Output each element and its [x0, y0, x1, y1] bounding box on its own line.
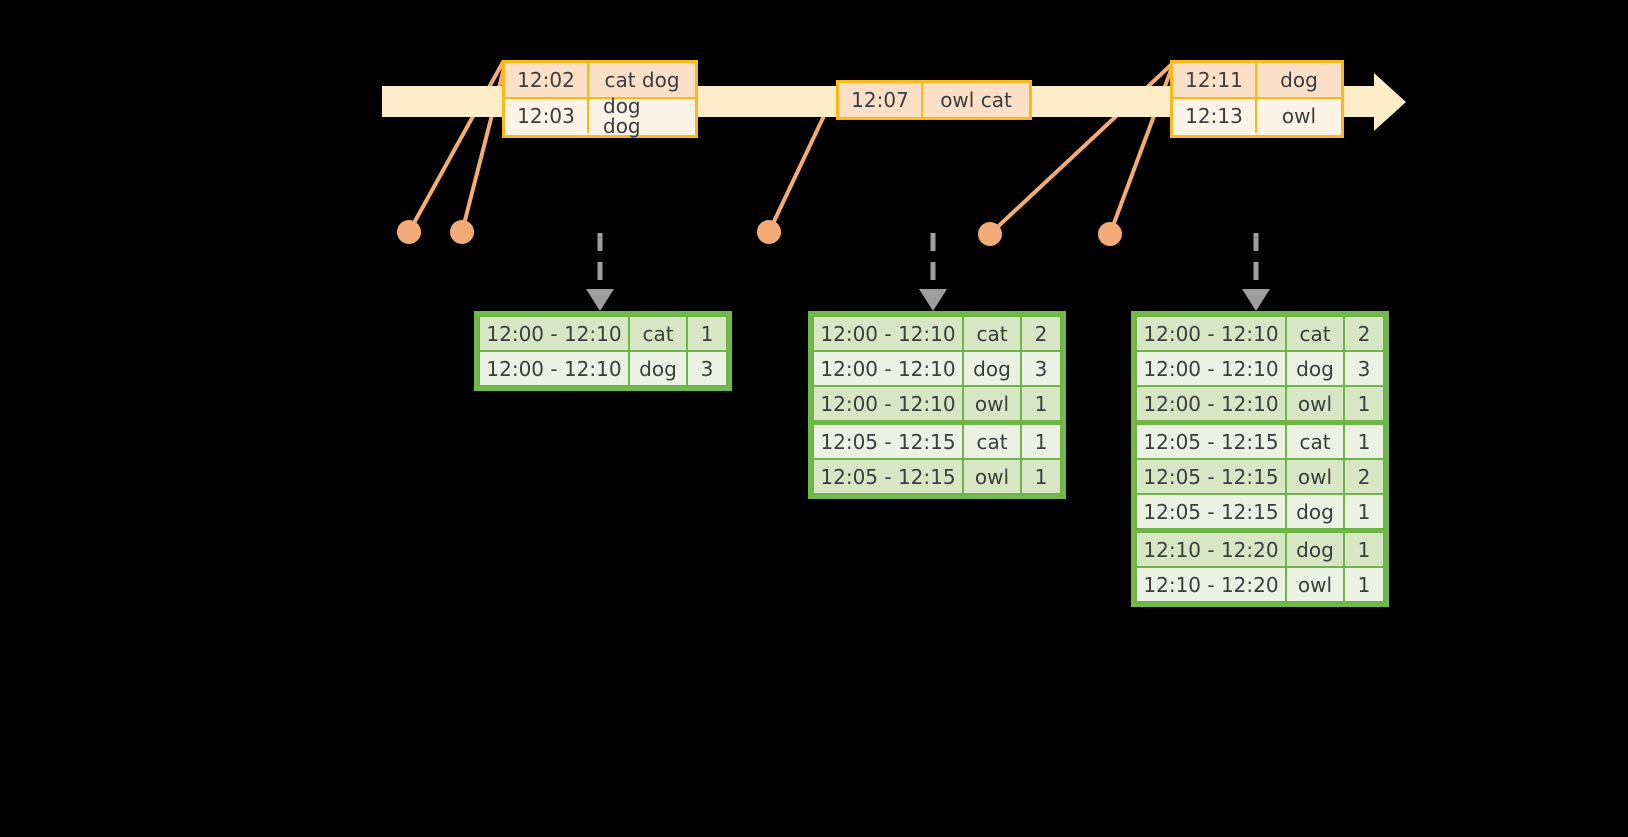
event-dot-5[interactable] [1098, 222, 1122, 246]
key-cell: cat [964, 425, 1020, 458]
count-cell: 2 [1022, 317, 1060, 350]
event-time: 12:11 [1173, 63, 1257, 97]
table-row[interactable]: 12:10 - 12:20 owl 1 [1137, 568, 1383, 601]
event-group-3[interactable]: 12:11 dog 12:13 owl [1170, 60, 1344, 138]
event-words: owl [1257, 99, 1341, 133]
key-cell: dog [964, 352, 1020, 385]
event-time: 12:13 [1173, 99, 1257, 133]
event-words: dog dog [589, 96, 695, 136]
event-time: 12:07 [839, 83, 923, 117]
count-cell: 1 [1345, 495, 1383, 528]
table-row[interactable]: 12:10 - 12:20 dog 1 [1137, 533, 1383, 566]
count-cell: 1 [1345, 425, 1383, 458]
table-row[interactable]: 12:00 - 12:10 dog 3 [814, 352, 1060, 385]
key-cell: cat [1287, 425, 1343, 458]
window-cell: 12:00 - 12:10 [814, 352, 962, 385]
table-row[interactable]: 12:00 - 12:10 cat 2 [814, 317, 1060, 350]
key-cell: cat [964, 317, 1020, 350]
window-cell: 12:00 - 12:10 [480, 352, 628, 385]
count-cell: 1 [1345, 568, 1383, 601]
result-table-1[interactable]: 12:00 - 12:10 cat 1 12:00 - 12:10 dog 3 [474, 311, 732, 391]
event-row[interactable]: 12:13 owl [1173, 97, 1341, 133]
window-cell: 12:05 - 12:15 [814, 425, 962, 458]
window-cell: 12:00 - 12:10 [1137, 352, 1285, 385]
dashed-arrow-1 [586, 233, 614, 311]
count-cell: 1 [1345, 533, 1383, 566]
key-cell: owl [964, 387, 1020, 420]
event-time: 12:02 [505, 63, 589, 97]
event-group-2[interactable]: 12:07 owl cat [836, 80, 1032, 120]
event-dot-2[interactable] [450, 220, 474, 244]
dashed-arrow-2 [919, 233, 947, 311]
event-dot-4[interactable] [978, 222, 1002, 246]
window-cell: 12:00 - 12:10 [1137, 317, 1285, 350]
event-group-1[interactable]: 12:02 cat dog 12:03 dog dog [502, 60, 698, 138]
event-row[interactable]: 12:11 dog [1173, 63, 1341, 97]
window-cell: 12:05 - 12:15 [1137, 495, 1285, 528]
event-dot-3[interactable] [757, 220, 781, 244]
table-row[interactable]: 12:00 - 12:10 cat 1 [480, 317, 726, 350]
table-row[interactable]: 12:00 - 12:10 owl 1 [814, 387, 1060, 420]
table-row[interactable]: 12:05 - 12:15 owl 1 [814, 460, 1060, 493]
window-cell: 12:10 - 12:20 [1137, 533, 1285, 566]
key-cell: dog [1287, 495, 1343, 528]
count-cell: 1 [1022, 460, 1060, 493]
table-row[interactable]: 12:05 - 12:15 dog 1 [1137, 495, 1383, 528]
window-cell: 12:00 - 12:10 [1137, 387, 1285, 420]
count-cell: 1 [1022, 425, 1060, 458]
count-cell: 2 [1345, 460, 1383, 493]
count-cell: 1 [1022, 387, 1060, 420]
event-row[interactable]: 12:02 cat dog [505, 63, 695, 97]
window-cell: 12:00 - 12:10 [480, 317, 628, 350]
key-cell: owl [1287, 387, 1343, 420]
table-row[interactable]: 12:05 - 12:15 cat 1 [814, 425, 1060, 458]
window-cell: 12:10 - 12:20 [1137, 568, 1285, 601]
result-table-3[interactable]: 12:00 - 12:10 cat 2 12:00 - 12:10 dog 3 … [1131, 311, 1389, 607]
event-words: dog [1257, 63, 1341, 97]
count-cell: 3 [1345, 352, 1383, 385]
window-cell: 12:05 - 12:15 [814, 460, 962, 493]
window-cell: 12:05 - 12:15 [1137, 460, 1285, 493]
dashed-arrow-3 [1242, 233, 1270, 311]
key-cell: owl [1287, 568, 1343, 601]
table-row[interactable]: 12:00 - 12:10 dog 3 [1137, 352, 1383, 385]
count-cell: 1 [688, 317, 726, 350]
count-cell: 3 [1022, 352, 1060, 385]
window-cell: 12:00 - 12:10 [814, 387, 962, 420]
key-cell: owl [1287, 460, 1343, 493]
event-row[interactable]: 12:07 owl cat [839, 83, 1029, 117]
key-cell: dog [630, 352, 686, 385]
window-cell: 12:00 - 12:10 [814, 317, 962, 350]
timeline-arrowhead [1374, 73, 1406, 131]
count-cell: 2 [1345, 317, 1383, 350]
table-row[interactable]: 12:00 - 12:10 owl 1 [1137, 387, 1383, 420]
table-row[interactable]: 12:05 - 12:15 cat 1 [1137, 425, 1383, 458]
window-cell: 12:05 - 12:15 [1137, 425, 1285, 458]
table-row[interactable]: 12:00 - 12:10 dog 3 [480, 352, 726, 385]
event-row[interactable]: 12:03 dog dog [505, 96, 695, 136]
key-cell: dog [1287, 352, 1343, 385]
key-cell: owl [964, 460, 1020, 493]
count-cell: 1 [1345, 387, 1383, 420]
table-row[interactable]: 12:00 - 12:10 cat 2 [1137, 317, 1383, 350]
table-row[interactable]: 12:05 - 12:15 owl 2 [1137, 460, 1383, 493]
result-table-2[interactable]: 12:00 - 12:10 cat 2 12:00 - 12:10 dog 3 … [808, 311, 1066, 499]
key-cell: cat [1287, 317, 1343, 350]
key-cell: cat [630, 317, 686, 350]
count-cell: 3 [688, 352, 726, 385]
event-dot-1[interactable] [397, 220, 421, 244]
key-cell: dog [1287, 533, 1343, 566]
event-words: cat dog [589, 63, 695, 97]
event-words: owl cat [923, 83, 1029, 117]
event-time: 12:03 [505, 99, 589, 133]
